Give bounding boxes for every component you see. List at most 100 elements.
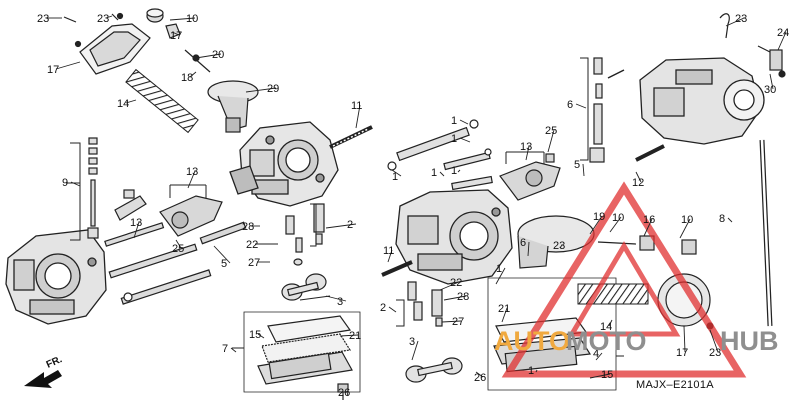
leader-line [683,325,686,353]
leader-line [727,217,733,223]
callout-label: 1 [431,167,437,179]
leader-line [709,329,719,353]
callout-label: 10 [612,212,624,224]
top-cover-assembly [63,12,151,75]
leader-line [475,371,484,378]
callout-label: 5 [221,258,227,270]
callout-label: 14 [600,321,612,333]
leader-line [213,245,231,264]
callout-label: 4 [593,348,599,360]
callout-label: 15 [249,329,261,341]
leader-line [346,391,349,397]
leader-line [609,216,622,233]
leader-lines [46,15,787,397]
callout-label: 1 [496,263,502,275]
callout-label: 13 [186,166,198,178]
leader-line [457,169,461,173]
leader-line [189,71,197,78]
callout-label: 1 [451,133,457,145]
callout-label: 14 [117,98,129,110]
watermark-text-hub: HUB [720,326,779,356]
screw-12-right [635,144,665,162]
hook-23-right [719,13,730,39]
leader-line [443,295,467,301]
callout-label: 17 [676,347,688,359]
leader-line [725,17,745,27]
pipes-middle-top [387,119,493,191]
callout-label: 11 [351,100,362,112]
leader-line [535,369,538,373]
carburetor-body-left-lower [5,229,107,325]
leader-line [495,267,506,285]
leader-line [411,340,419,361]
callout-label: 23 [97,13,109,25]
leader-line [175,239,182,249]
float-chamber-7-left [243,311,361,393]
callout-label: 10 [681,214,693,226]
callout-label: 16 [643,214,655,226]
leader-line [527,241,530,257]
leader-line [387,249,393,263]
callout-label: 1 [392,171,398,183]
jet-set-6-right [589,57,625,163]
callout-label: 9 [62,177,68,189]
callout-label: 17 [47,64,59,76]
callout-label: 13 [520,141,532,153]
callout-label: 7 [222,343,228,355]
callout-label: 15 [601,369,613,381]
watermark-text-moto: MOTO [566,326,647,356]
carburetor-body-left-upper [229,121,339,207]
callout-label: 13 [130,217,142,229]
leader-line [171,31,180,36]
leader-line [125,99,137,104]
leader-line [105,15,113,19]
callout-label: 28 [242,221,254,233]
callout-label: 3 [337,296,343,308]
callout-label: 20 [212,49,224,61]
callout-label: 27 [248,257,260,269]
cover-17-right [657,273,714,330]
callout-label: 17 [170,30,182,42]
callout-label: 6 [567,99,573,111]
front-direction-arrow-icon [24,370,62,388]
callout-label: 6 [520,237,526,249]
jet-set-left-mid [285,203,325,266]
callout-label: 22 [450,277,462,289]
diaphragm-18-mid [517,215,595,269]
triangle-logo-icon [501,181,747,378]
callout-label: 23 [553,240,565,252]
float-valve-13-mid [499,153,561,201]
spring-14 [125,68,199,134]
diagram-code: MAJX–E2101A [636,379,714,391]
leader-line [187,170,196,189]
clip-24-30 [757,45,786,78]
leader-line [559,244,563,249]
carburetor-body-middle [395,189,513,285]
callout-label: 23 [37,13,49,25]
carburetor-body-right [639,57,765,145]
leader-line [441,320,462,323]
leader-line [608,319,613,327]
callout-label: 26 [338,387,350,399]
leader-line [230,347,237,353]
leader-line [459,137,471,143]
leader-line [325,295,347,302]
leader-line [257,333,265,339]
callout-label: 10 [186,13,198,25]
cap-16-10-mid [597,235,697,255]
callout-label: 1 [451,115,457,127]
callout-label: 25 [545,125,557,137]
screw-26-left [337,383,349,400]
callout-label: 11 [383,245,394,257]
callout-label: 18 [181,72,193,84]
callout-label: 21 [498,303,510,315]
float-3-left [281,273,331,301]
leader-line [679,218,691,239]
callout-label: 24 [777,27,789,39]
callout-label: 12 [632,177,644,189]
leader-line [769,73,774,90]
joint-pipe-left [104,189,212,305]
callout-label: 27 [452,316,464,328]
